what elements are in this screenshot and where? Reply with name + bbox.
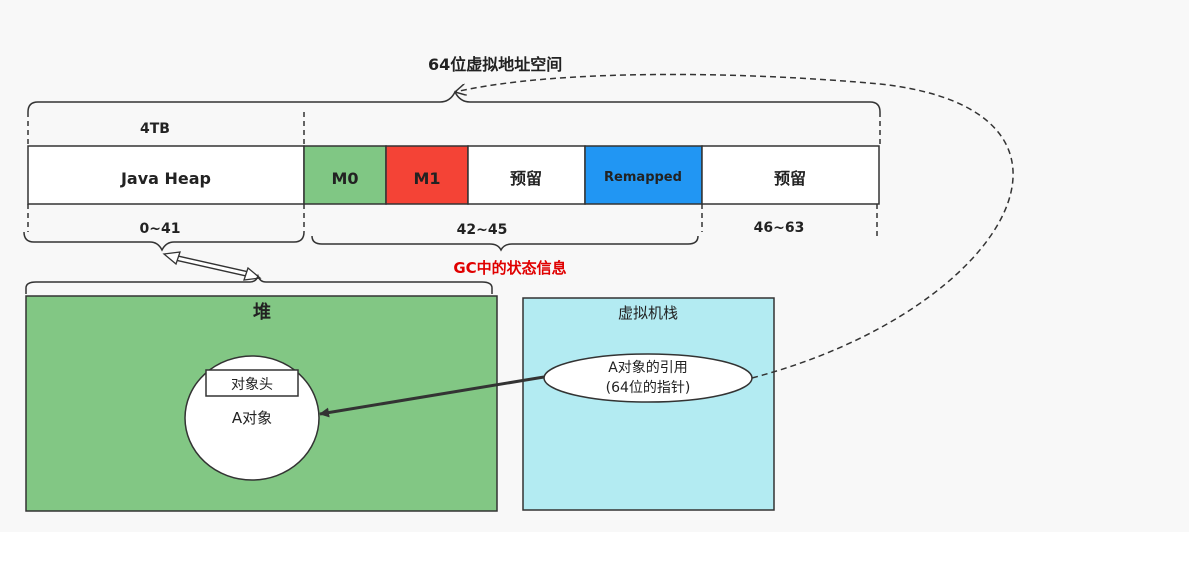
double-arrow — [162, 251, 262, 281]
segment-java-heap-label: Java Heap — [120, 169, 211, 188]
heap-title: 堆 — [253, 301, 271, 323]
segment-reserved-1 — [467, 145, 586, 205]
segment-m0-label: M0 — [331, 169, 358, 188]
heap-brace — [25, 273, 493, 294]
object-header-label: 对象头 — [231, 377, 273, 393]
stack-box — [522, 297, 775, 511]
segment-remapped-label: Remapped — [604, 170, 682, 185]
segment-java-heap — [27, 145, 305, 205]
segment-remapped — [584, 145, 703, 205]
segment-reserved-2 — [701, 145, 880, 205]
brace-0-41 — [23, 231, 305, 252]
top-brace — [27, 90, 881, 113]
segment-m0 — [303, 145, 387, 205]
segment-reserved-1-label: 预留 — [510, 169, 542, 188]
pointer-dashed-curve — [455, 73, 1014, 379]
reference-arrow — [319, 375, 545, 418]
segment-m1-label: M1 — [413, 169, 440, 188]
gc-state-label: GC中的状态信息 — [453, 259, 566, 277]
reference-line1: A对象的引用 — [608, 360, 688, 376]
segment-reserved-2-label: 预留 — [774, 169, 806, 188]
size-label: 4TB — [140, 121, 170, 137]
reference-line2: (64位的指针) — [606, 380, 691, 396]
range-label-0-41: 0~41 — [140, 221, 181, 237]
range-label-42-45: 42~45 — [457, 222, 508, 238]
address-segments: Java Heap M0 M1 预留 Remapped 预留 — [27, 145, 880, 205]
segment-m1 — [385, 145, 469, 205]
range-label-46-63: 46~63 — [754, 220, 805, 236]
object-header-box — [205, 369, 299, 397]
brace-42-45 — [311, 235, 699, 252]
stack-title: 虚拟机栈 — [618, 304, 678, 322]
object-a-label: A对象 — [232, 409, 272, 427]
page-title: 64位虚拟地址空间 — [428, 55, 562, 74]
